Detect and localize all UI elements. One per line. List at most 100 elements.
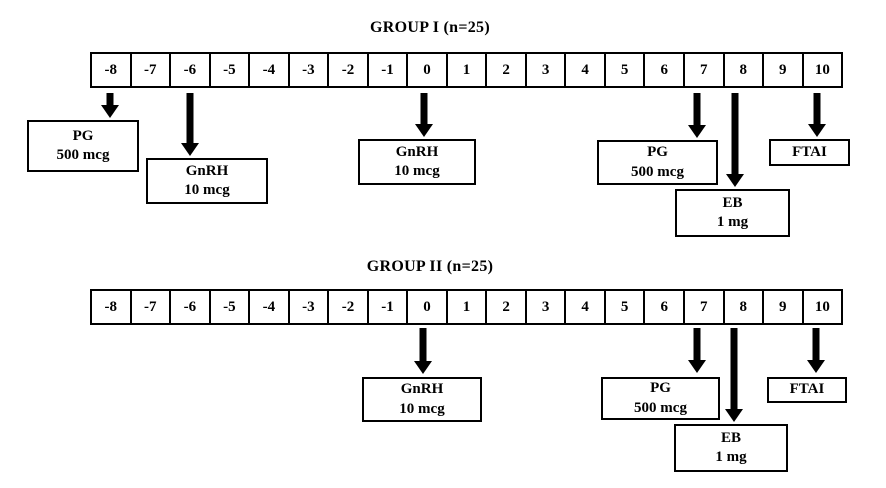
timeline-day-cell: 3 [527, 291, 567, 323]
event-label-line: PG [647, 144, 668, 160]
timeline-day-cell: 0 [408, 291, 448, 323]
timeline-day-cell: -1 [369, 54, 409, 86]
arrow-down-icon [725, 328, 743, 422]
event-box-gnrh-day-0: GnRH 10 mcg [358, 139, 476, 185]
timeline-day-cell: 4 [566, 291, 606, 323]
arrow-down-icon [414, 328, 432, 374]
event-box-ftai-day-10: FTAI [767, 377, 847, 403]
event-box-gnrh-day-0: GnRH 10 mcg [362, 377, 482, 422]
timeline-day-cell: -7 [132, 54, 172, 86]
arrow-head [688, 360, 706, 373]
timeline-day-cell: -3 [290, 54, 330, 86]
timeline-day-cell: -2 [329, 291, 369, 323]
arrow-head [101, 105, 119, 118]
event-box-ftai-day-10: FTAI [769, 139, 850, 166]
timeline-day-cell: 6 [645, 54, 685, 86]
event-label-line: FTAI [789, 381, 825, 398]
timeline-day-cell: 9 [764, 54, 804, 86]
arrow-down-icon [807, 328, 825, 373]
group-1-timeline: -8 -7 -6 -5 -4 -3 -2 -1 0 1 2 3 4 5 6 7 … [90, 52, 843, 88]
event-label-line: 10 mcg [184, 182, 230, 198]
event-label-line: GnRH [185, 162, 229, 179]
timeline-day-cell: -5 [211, 54, 251, 86]
timeline-day-cell: 10 [814, 298, 830, 315]
arrow-head [725, 409, 743, 422]
timeline-day-cell: 4 [566, 54, 606, 86]
event-box-pg-day-minus8: PG 500 mcg [27, 120, 139, 172]
arrow-shaft [731, 93, 739, 175]
arrow-head [726, 174, 744, 187]
arrow-down-icon [688, 328, 706, 373]
timeline-day-cell: 0 [408, 54, 448, 86]
arrow-down-icon [688, 93, 706, 138]
event-label-line: 500 mcg [631, 163, 684, 180]
timeline-day-cell: -3 [290, 291, 330, 323]
arrow-down-icon [101, 93, 119, 118]
timeline-day-cell: 10 [814, 61, 830, 78]
event-label-line: PG [650, 380, 671, 396]
timeline-day-cell: 2 [487, 291, 527, 323]
timeline-day-cell: -4 [250, 291, 290, 323]
arrow-head [808, 124, 826, 137]
timeline-day-cell: 9 [764, 291, 804, 323]
timeline-day-cell: 5 [606, 54, 646, 86]
timeline-day-cell: -5 [211, 291, 251, 323]
arrow-head [415, 124, 433, 137]
event-label-line: 10 mcg [394, 163, 440, 179]
timeline-day-cell: 1 [448, 54, 488, 86]
arrow-head [807, 360, 825, 373]
event-box-pg-day-7: PG 500 mcg [597, 140, 718, 185]
event-box-eb-day-8: EB 1 mg [675, 189, 790, 237]
timeline-day-cell: 5 [606, 291, 646, 323]
timeline-day-cell: 8 [725, 54, 765, 86]
timeline-day-cell: -4 [250, 54, 290, 86]
timeline-day-cell: 2 [487, 54, 527, 86]
event-label-line: EB [722, 194, 743, 211]
arrow-shaft [813, 93, 821, 125]
arrow-shaft [106, 93, 114, 106]
timeline-day-cell: 8 [725, 291, 765, 323]
arrow-shaft [186, 93, 194, 144]
event-label-line: 1 mg [715, 449, 747, 465]
arrow-head [414, 361, 432, 374]
timeline-day-cell: 1 [448, 291, 488, 323]
arrow-down-icon [726, 93, 744, 187]
arrow-shaft [730, 328, 738, 410]
timeline-day-cell: -8 [92, 54, 132, 86]
timeline-day-cell: 7 [685, 54, 725, 86]
group-1-title: GROUP I (n=25) [370, 19, 490, 36]
timeline-day-cell: 7 [685, 291, 725, 323]
timeline-day-cell: -6 [171, 54, 211, 86]
group-2-timeline: -8 -7 -6 -5 -4 -3 -2 -1 0 1 2 3 4 5 6 7 … [90, 289, 843, 325]
event-label-line: PG [72, 127, 94, 144]
timeline-day-cell: -7 [132, 291, 172, 323]
event-label-line: EB [720, 429, 741, 446]
event-label-line: 10 mcg [399, 400, 445, 417]
arrow-shaft [693, 328, 701, 361]
event-label-line: 500 mcg [56, 147, 110, 163]
arrow-head [181, 143, 199, 156]
event-label-line: FTAI [792, 143, 827, 160]
arrow-shaft [420, 93, 428, 125]
arrow-down-icon [181, 93, 199, 156]
group-2-title: GROUP II (n=25) [366, 258, 494, 275]
arrow-down-icon [808, 93, 826, 137]
timeline-day-cell: -2 [329, 54, 369, 86]
arrow-down-icon [415, 93, 433, 137]
event-label-line: 500 mcg [634, 399, 687, 416]
event-box-pg-day-7: PG 500 mcg [601, 377, 720, 420]
event-box-eb-day-8: EB 1 mg [674, 424, 788, 472]
timeline-day-cell: 6 [645, 291, 685, 323]
event-label-line: GnRH [400, 381, 444, 397]
event-box-gnrh-day-minus6: GnRH 10 mcg [146, 158, 268, 204]
event-label-line: 1 mg [716, 214, 749, 230]
arrow-shaft [693, 93, 701, 126]
arrow-shaft [812, 328, 820, 361]
arrow-shaft [419, 328, 427, 362]
event-label-line: GnRH [395, 143, 439, 160]
timeline-day-cell: -1 [369, 291, 409, 323]
timeline-day-cell: -8 [92, 291, 132, 323]
timeline-day-cell: -6 [171, 291, 211, 323]
timeline-day-cell: 3 [527, 54, 567, 86]
